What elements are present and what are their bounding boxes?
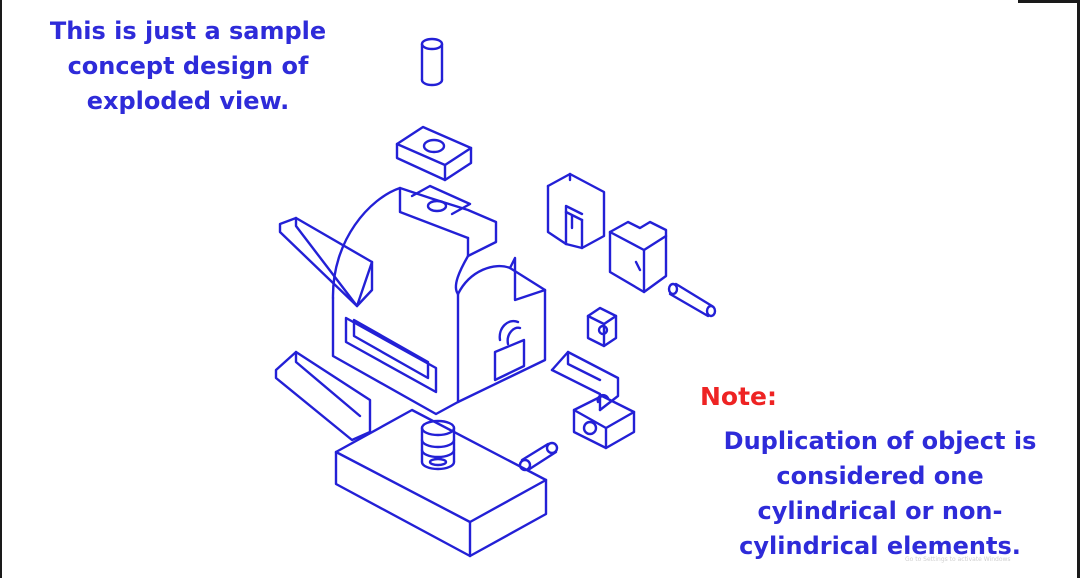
small-cube: [586, 306, 618, 348]
activation-watermark: Go to Settings to activate Windows: [905, 556, 1011, 563]
frame-right-border: [1077, 0, 1080, 578]
base-slab: [334, 408, 548, 558]
note-title: Note:: [700, 382, 778, 411]
l-bracket: [550, 350, 620, 412]
notched-block: [608, 220, 668, 294]
note-body: Duplication of object is considered one …: [723, 427, 1037, 560]
frame-left-border: [0, 0, 2, 578]
right-rod: [667, 282, 717, 318]
left-wedge: [278, 216, 374, 308]
small-hole-block: [395, 125, 473, 182]
top-pin-cylinder: [420, 37, 444, 87]
frame-top-border: [1018, 0, 1080, 3]
u-bracket: [546, 172, 606, 250]
main-housing: [331, 184, 547, 416]
clamp-block: [572, 393, 636, 450]
base-pin: [518, 441, 559, 472]
disc-stack: [420, 419, 456, 471]
lower-ramp: [274, 350, 372, 442]
intro-caption: This is just a sample concept design of …: [49, 17, 327, 115]
